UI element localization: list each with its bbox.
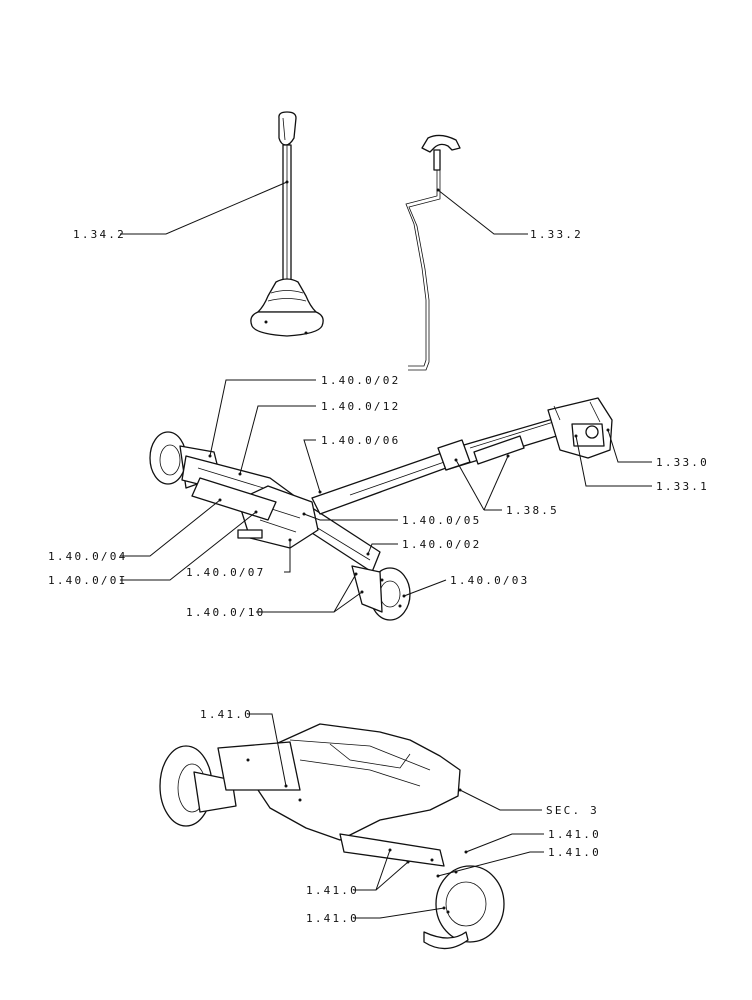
label-1-41-0-l1: 1.41.0 <box>306 884 359 897</box>
gear-lever-assembly <box>250 111 324 337</box>
label-1-40-0-03: 1.40.0/03 <box>450 574 529 587</box>
label-1-41-0-l2: 1.41.0 <box>306 912 359 925</box>
label-1-41-0-r1: 1.41.0 <box>548 828 601 841</box>
label-1-34-2: 1.34.2 <box>73 228 126 241</box>
label-1-40-0-10: 1.40.0/10 <box>186 606 265 619</box>
leader-lines <box>120 180 652 919</box>
label-1-40-0-12: 1.40.0/12 <box>321 400 400 413</box>
label-1-33-1: 1.33.1 <box>656 480 709 493</box>
label-1-40-0-04: 1.40.0/04 <box>48 550 127 563</box>
label-1-33-2: 1.33.2 <box>530 228 583 241</box>
label-1-41-0-top: 1.41.0 <box>200 708 253 721</box>
pull-rod-assembly <box>405 134 461 371</box>
label-1-40-0-06: 1.40.0/06 <box>321 434 400 447</box>
axle-support-assembly <box>159 723 505 950</box>
label-1-33-0: 1.33.0 <box>656 456 709 469</box>
label-1-40-0-01: 1.40.0/0I <box>48 574 127 587</box>
label-1-41-0-r2: 1.41.0 <box>548 846 601 859</box>
label-1-40-0-02-top: 1.40.0/02 <box>321 374 400 387</box>
front-axle-assembly <box>149 397 613 621</box>
label-1-40-0-07: 1.40.0/07 <box>186 566 265 579</box>
label-1-40-0-05: 1.40.0/05 <box>402 514 481 527</box>
part-labels: 1.34.2 1.33.2 1.40.0/02 1.40.0/12 1.40.0… <box>48 228 709 925</box>
label-sec-3: SEC. 3 <box>546 804 599 817</box>
label-1-38-5: 1.38.5 <box>506 504 559 517</box>
label-1-40-0-02-mid: 1.40.0/02 <box>402 538 481 551</box>
